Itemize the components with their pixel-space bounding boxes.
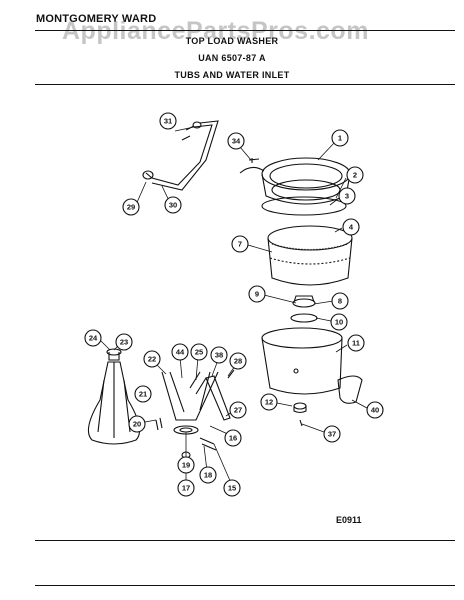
diagram-code: E0911 (336, 515, 362, 525)
svg-text:25: 25 (195, 348, 203, 357)
svg-text:29: 29 (127, 203, 135, 212)
callout-17: 17 (177, 479, 195, 497)
hub-drawing (290, 295, 318, 323)
svg-text:9: 9 (255, 290, 259, 299)
callout-11: 11 (347, 334, 365, 352)
watermark: AppliancePartsPros.com (62, 17, 369, 45)
svg-text:20: 20 (133, 420, 141, 429)
model-number: UAN 6507-87 A (198, 53, 266, 63)
svg-text:11: 11 (352, 339, 360, 348)
callout-16: 16 (224, 429, 242, 447)
callout-29: 29 (122, 198, 140, 216)
svg-text:10: 10 (335, 318, 343, 327)
svg-text:27: 27 (234, 406, 242, 415)
callout-23: 23 (115, 333, 133, 351)
drain-fitting-drawing (293, 402, 307, 427)
svg-text:18: 18 (204, 471, 212, 480)
callout-34: 34 (227, 132, 245, 150)
svg-text:16: 16 (229, 434, 237, 443)
svg-text:30: 30 (169, 201, 177, 210)
screw-drawing (239, 158, 265, 174)
svg-text:28: 28 (234, 357, 242, 366)
callout-37: 37 (323, 425, 341, 443)
svg-text:23: 23 (120, 338, 128, 347)
svg-text:24: 24 (89, 334, 98, 343)
svg-text:38: 38 (215, 351, 223, 360)
callout-4: 4 (342, 218, 360, 236)
callout-40: 40 (366, 401, 384, 419)
svg-text:22: 22 (148, 355, 156, 364)
callout-10: 10 (330, 313, 348, 331)
callout-25: 25 (190, 343, 208, 361)
top-rule (35, 30, 455, 31)
svg-text:31: 31 (164, 117, 172, 126)
drain-hose-drawing (337, 375, 363, 404)
page-edge-rule (35, 585, 455, 586)
inlet-hose-drawing (142, 120, 219, 191)
callout-20: 20 (128, 415, 146, 433)
svg-text:7: 7 (238, 240, 242, 249)
callout-8: 8 (331, 292, 349, 310)
svg-text:2: 2 (353, 171, 357, 180)
callout-27: 27 (229, 401, 247, 419)
callout-9: 9 (248, 285, 266, 303)
callout-31: 31 (159, 112, 177, 130)
svg-text:12: 12 (265, 398, 273, 407)
section-title: TUBS AND WATER INLET (174, 70, 290, 80)
svg-text:1: 1 (338, 134, 342, 143)
svg-text:44: 44 (176, 348, 185, 357)
svg-text:3: 3 (345, 192, 349, 201)
svg-text:4: 4 (349, 223, 354, 232)
callout-44: 44 (171, 343, 189, 361)
svg-text:21: 21 (139, 390, 147, 399)
svg-text:40: 40 (371, 406, 379, 415)
svg-text:15: 15 (228, 484, 236, 493)
product-type: TOP LOAD WASHER (185, 36, 279, 46)
callout-28: 28 (229, 352, 247, 370)
callout-12: 12 (260, 393, 278, 411)
callout-3: 3 (338, 187, 356, 205)
outer-tub-drawing (261, 327, 343, 395)
callout-18: 18 (199, 466, 217, 484)
callout-22: 22 (143, 350, 161, 368)
header-rule (35, 84, 455, 85)
svg-text:19: 19 (182, 461, 190, 470)
basket-drawing (267, 225, 353, 286)
svg-text:8: 8 (338, 297, 342, 306)
svg-text:37: 37 (328, 430, 336, 439)
svg-text:17: 17 (182, 484, 190, 493)
brand-name: MONTGOMERY WARD (36, 13, 157, 25)
callout-38: 38 (210, 346, 228, 364)
callout-30: 30 (164, 196, 182, 214)
callout-2: 2 (346, 166, 364, 184)
clutch-assembly-drawing (155, 369, 235, 459)
callout-15: 15 (223, 479, 241, 497)
callout-1: 1 (331, 129, 349, 147)
callout-21: 21 (134, 385, 152, 403)
gasket-drawing (261, 196, 347, 216)
callout-24: 24 (84, 329, 102, 347)
callout-7: 7 (231, 235, 249, 253)
bottom-rule (35, 540, 455, 541)
callout-19: 19 (177, 456, 195, 474)
svg-text:34: 34 (232, 137, 241, 146)
